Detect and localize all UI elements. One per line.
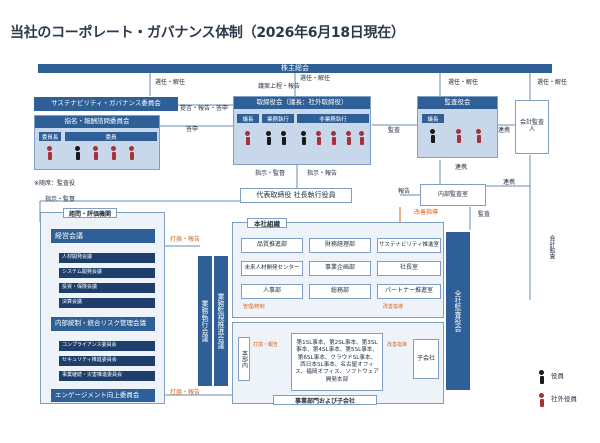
person-icon <box>111 146 116 160</box>
hq-dept: 事業企画部 <box>309 261 371 276</box>
label-advise: 答申 <box>186 126 199 133</box>
strategy-meeting: 業務執行会議 <box>198 256 212 386</box>
president-box: 代表取締役 社長執行役員 <box>240 188 352 203</box>
person-icon <box>346 131 351 145</box>
person-icon <box>266 131 271 145</box>
person-icon <box>331 131 336 145</box>
label-elect-dismiss-1: 選任・解任 <box>155 79 186 86</box>
executive-meeting: 経営会議 <box>51 229 155 243</box>
business-title: 事業部門および子会社 <box>273 395 377 405</box>
label-dismiss-1: 打換・報告 <box>170 236 201 243</box>
business-units: 本部内 打換・報告 第1SL事本、第2SL事本、第3SL事本、第4SL事本、第5… <box>232 322 444 405</box>
shareholders-meeting: 株主総会 <box>38 64 552 73</box>
person-icon <box>430 129 435 143</box>
exec-sub-item: システム開発会議 <box>59 268 155 278</box>
label-elect-dismiss-2: 選任・解任 <box>300 75 331 82</box>
subsidiary: 子会社 <box>413 339 439 379</box>
legend-outside-label: 社外役員 <box>551 395 577 403</box>
hq-dept: 品質推進部 <box>241 238 303 253</box>
exec-sub-item: 投資・保険会議 <box>59 283 155 293</box>
advisory-body: 諮問・評価機関 経営会議 人材開発会議 システム開発会議 投資・保険会議 決算会… <box>40 208 165 404</box>
hq-dept: サステナビリティ推進室 <box>377 238 441 253</box>
management-meeting: 業務監視推進会議 <box>214 256 228 386</box>
board-chair-label: 議長 <box>237 114 259 123</box>
label-instruct-1: 指示・監督 <box>255 170 286 177</box>
person-icon <box>456 129 461 143</box>
risk-management-meeting: 内部統制・統合リスク管理会議 <box>51 317 155 331</box>
internal-control: 本部内 <box>238 337 250 381</box>
board-title: 取締役会（議長：社外取締役） <box>234 97 370 109</box>
person-icon <box>129 146 134 160</box>
label-cooperate-3: 連携 <box>503 179 516 186</box>
company-audit-board: 全社監査役会 <box>446 232 470 390</box>
nomination-committee: 指名・報酬諮問委員会 委員長 委員 <box>34 115 160 170</box>
legend-officer-label: 役員 <box>551 372 564 380</box>
person-icon <box>281 131 286 145</box>
label-instruct-2: 指示・監督 <box>45 196 76 203</box>
hq-dept: 未来人材開発センター <box>241 261 303 276</box>
risk-sub-item: 事業継続・災害推進委員会 <box>59 371 155 381</box>
hq-dept: 財務経理部 <box>309 238 371 253</box>
label-audit-2: 監査 <box>478 211 491 218</box>
label-improve: 改善指導 <box>414 209 439 216</box>
board-nonexec-label: 非業務執行 <box>297 114 369 123</box>
hq-dept: パートナー推進室 <box>377 284 441 299</box>
person-icon <box>75 146 80 160</box>
audit-board-title: 監査役会 <box>418 97 497 109</box>
nomination-title: 指名・報酬諮問委員会 <box>35 116 159 128</box>
label-direct-report: 指示・報告 <box>307 170 338 177</box>
hq-dept: 人事部 <box>241 284 303 299</box>
label-consult: 提言・報告・答申 <box>180 105 229 112</box>
sustainability-committee: サステナビリティ・ガバナンス委員会 <box>34 97 178 111</box>
hq-dept: 社長室 <box>377 261 441 276</box>
risk-sub-item: セキュリティ推進委員会 <box>59 356 155 366</box>
label-dismiss-2: 打換・報告 <box>170 389 201 396</box>
label-cooperate-1: 連携 <box>498 127 511 134</box>
board-of-directors: 取締役会（議長：社外取締役） 議長 業務執行 非業務執行 <box>233 96 371 165</box>
nomination-member-label: 委員 <box>65 132 157 141</box>
label-meeting-report: 打換・報告 <box>253 342 279 348</box>
audit-board: 監査役会 議長 <box>417 96 498 158</box>
accounting-auditor: 会計監査人 <box>515 100 549 154</box>
label-elect-dismiss-3: 選任・解任 <box>448 79 479 86</box>
person-icon <box>47 146 52 160</box>
risk-sub-item: コンプライアンス委員会 <box>59 341 155 351</box>
label-dept-mgmt: 管理/統制 <box>243 304 265 310</box>
person-icon <box>93 146 98 160</box>
label-improve-2: 改善指導 <box>387 342 408 348</box>
label-cooperate-2: 連携 <box>455 164 468 171</box>
label-elect-dismiss-4: 選任・解任 <box>537 79 568 86</box>
engagement-committee: エンゲージメント向上委員会 <box>51 389 155 402</box>
audit-chair-label: 議長 <box>422 114 444 123</box>
label-propose: 議案上程・報告 <box>258 83 301 90</box>
hq-organization: 本社組織 品質推進部 財務経理部 サステナビリティ推進室 未来人材開発センター … <box>232 218 444 318</box>
label-report: 報告 <box>398 188 411 195</box>
label-audit-board: 監査 <box>388 127 401 134</box>
hq-title: 本社組織 <box>247 218 287 228</box>
hq-dept: 総務部 <box>309 284 371 299</box>
business-units-list: 第1SL事本、第2SL事本、第3SL事本、第4SL事本、第5SL事本、第6SL事… <box>291 333 383 391</box>
legend-outside-icon <box>539 393 544 407</box>
person-icon <box>359 131 364 145</box>
exec-sub-item: 決算会議 <box>59 298 155 308</box>
person-icon <box>301 131 306 145</box>
person-icon <box>476 129 481 143</box>
legend-officer-icon <box>539 370 544 384</box>
person-icon <box>245 131 250 145</box>
note-outside: ※随席：監査役 <box>34 180 76 187</box>
internal-audit-office: 内部監査室 <box>420 184 486 206</box>
exec-sub-item: 人材開発会議 <box>59 253 155 263</box>
page-title: 当社のコーポレート・ガバナンス体制（2026年6月18日現在） <box>10 25 405 41</box>
label-accounting-audit: 会計監査 <box>548 235 555 259</box>
nomination-chair-label: 委員長 <box>39 132 61 141</box>
person-icon <box>316 131 321 145</box>
advisory-title: 諮問・評価機関 <box>63 208 117 218</box>
board-exec-label: 業務執行 <box>262 114 294 123</box>
label-dispatch: 改善指導 <box>383 304 404 310</box>
